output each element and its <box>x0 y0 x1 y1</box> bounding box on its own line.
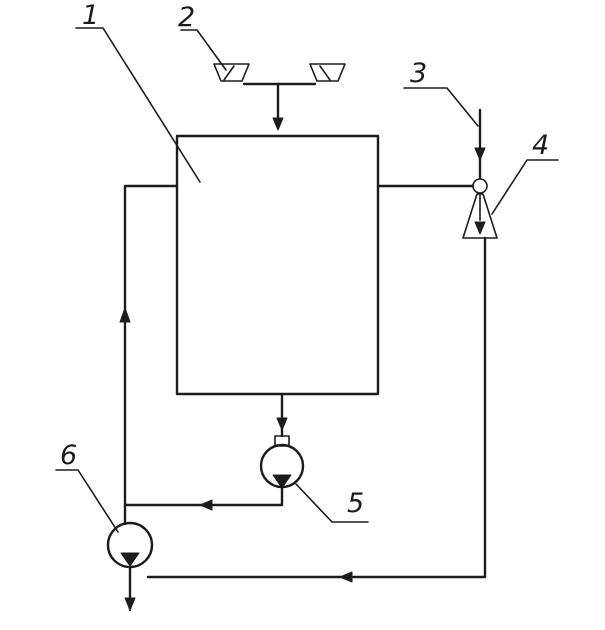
leader-line-4 <box>491 159 559 215</box>
pump-6 <box>106 521 154 569</box>
arrow-down-icon <box>124 597 136 611</box>
leader-line-3 <box>403 87 479 127</box>
feed-hopper <box>213 63 346 131</box>
label-3: 3 <box>410 58 427 89</box>
arrow-down-icon <box>272 117 284 131</box>
arrow-down-icon <box>276 417 288 431</box>
tank <box>175 134 380 396</box>
arrow-up-icon <box>119 307 131 323</box>
line-ejector-return <box>146 236 487 579</box>
leader-line-2 <box>180 29 227 71</box>
label-4: 4 <box>532 130 549 161</box>
line-recirculation <box>123 184 179 526</box>
arrow-down-icon <box>474 147 486 161</box>
arrow-left-icon <box>339 571 353 583</box>
label-2: 2 <box>178 2 195 33</box>
line-pump-5-discharge <box>123 485 284 507</box>
label-1: 1 <box>82 0 99 31</box>
arrow-left-icon <box>199 499 213 511</box>
leader-line-1 <box>75 27 201 183</box>
label-6: 6 <box>60 440 77 471</box>
label-5: 5 <box>347 488 364 519</box>
leader-line-6 <box>55 469 119 533</box>
leader-line-5 <box>295 483 369 523</box>
pump-5 <box>259 435 305 489</box>
ejector <box>462 108 498 239</box>
